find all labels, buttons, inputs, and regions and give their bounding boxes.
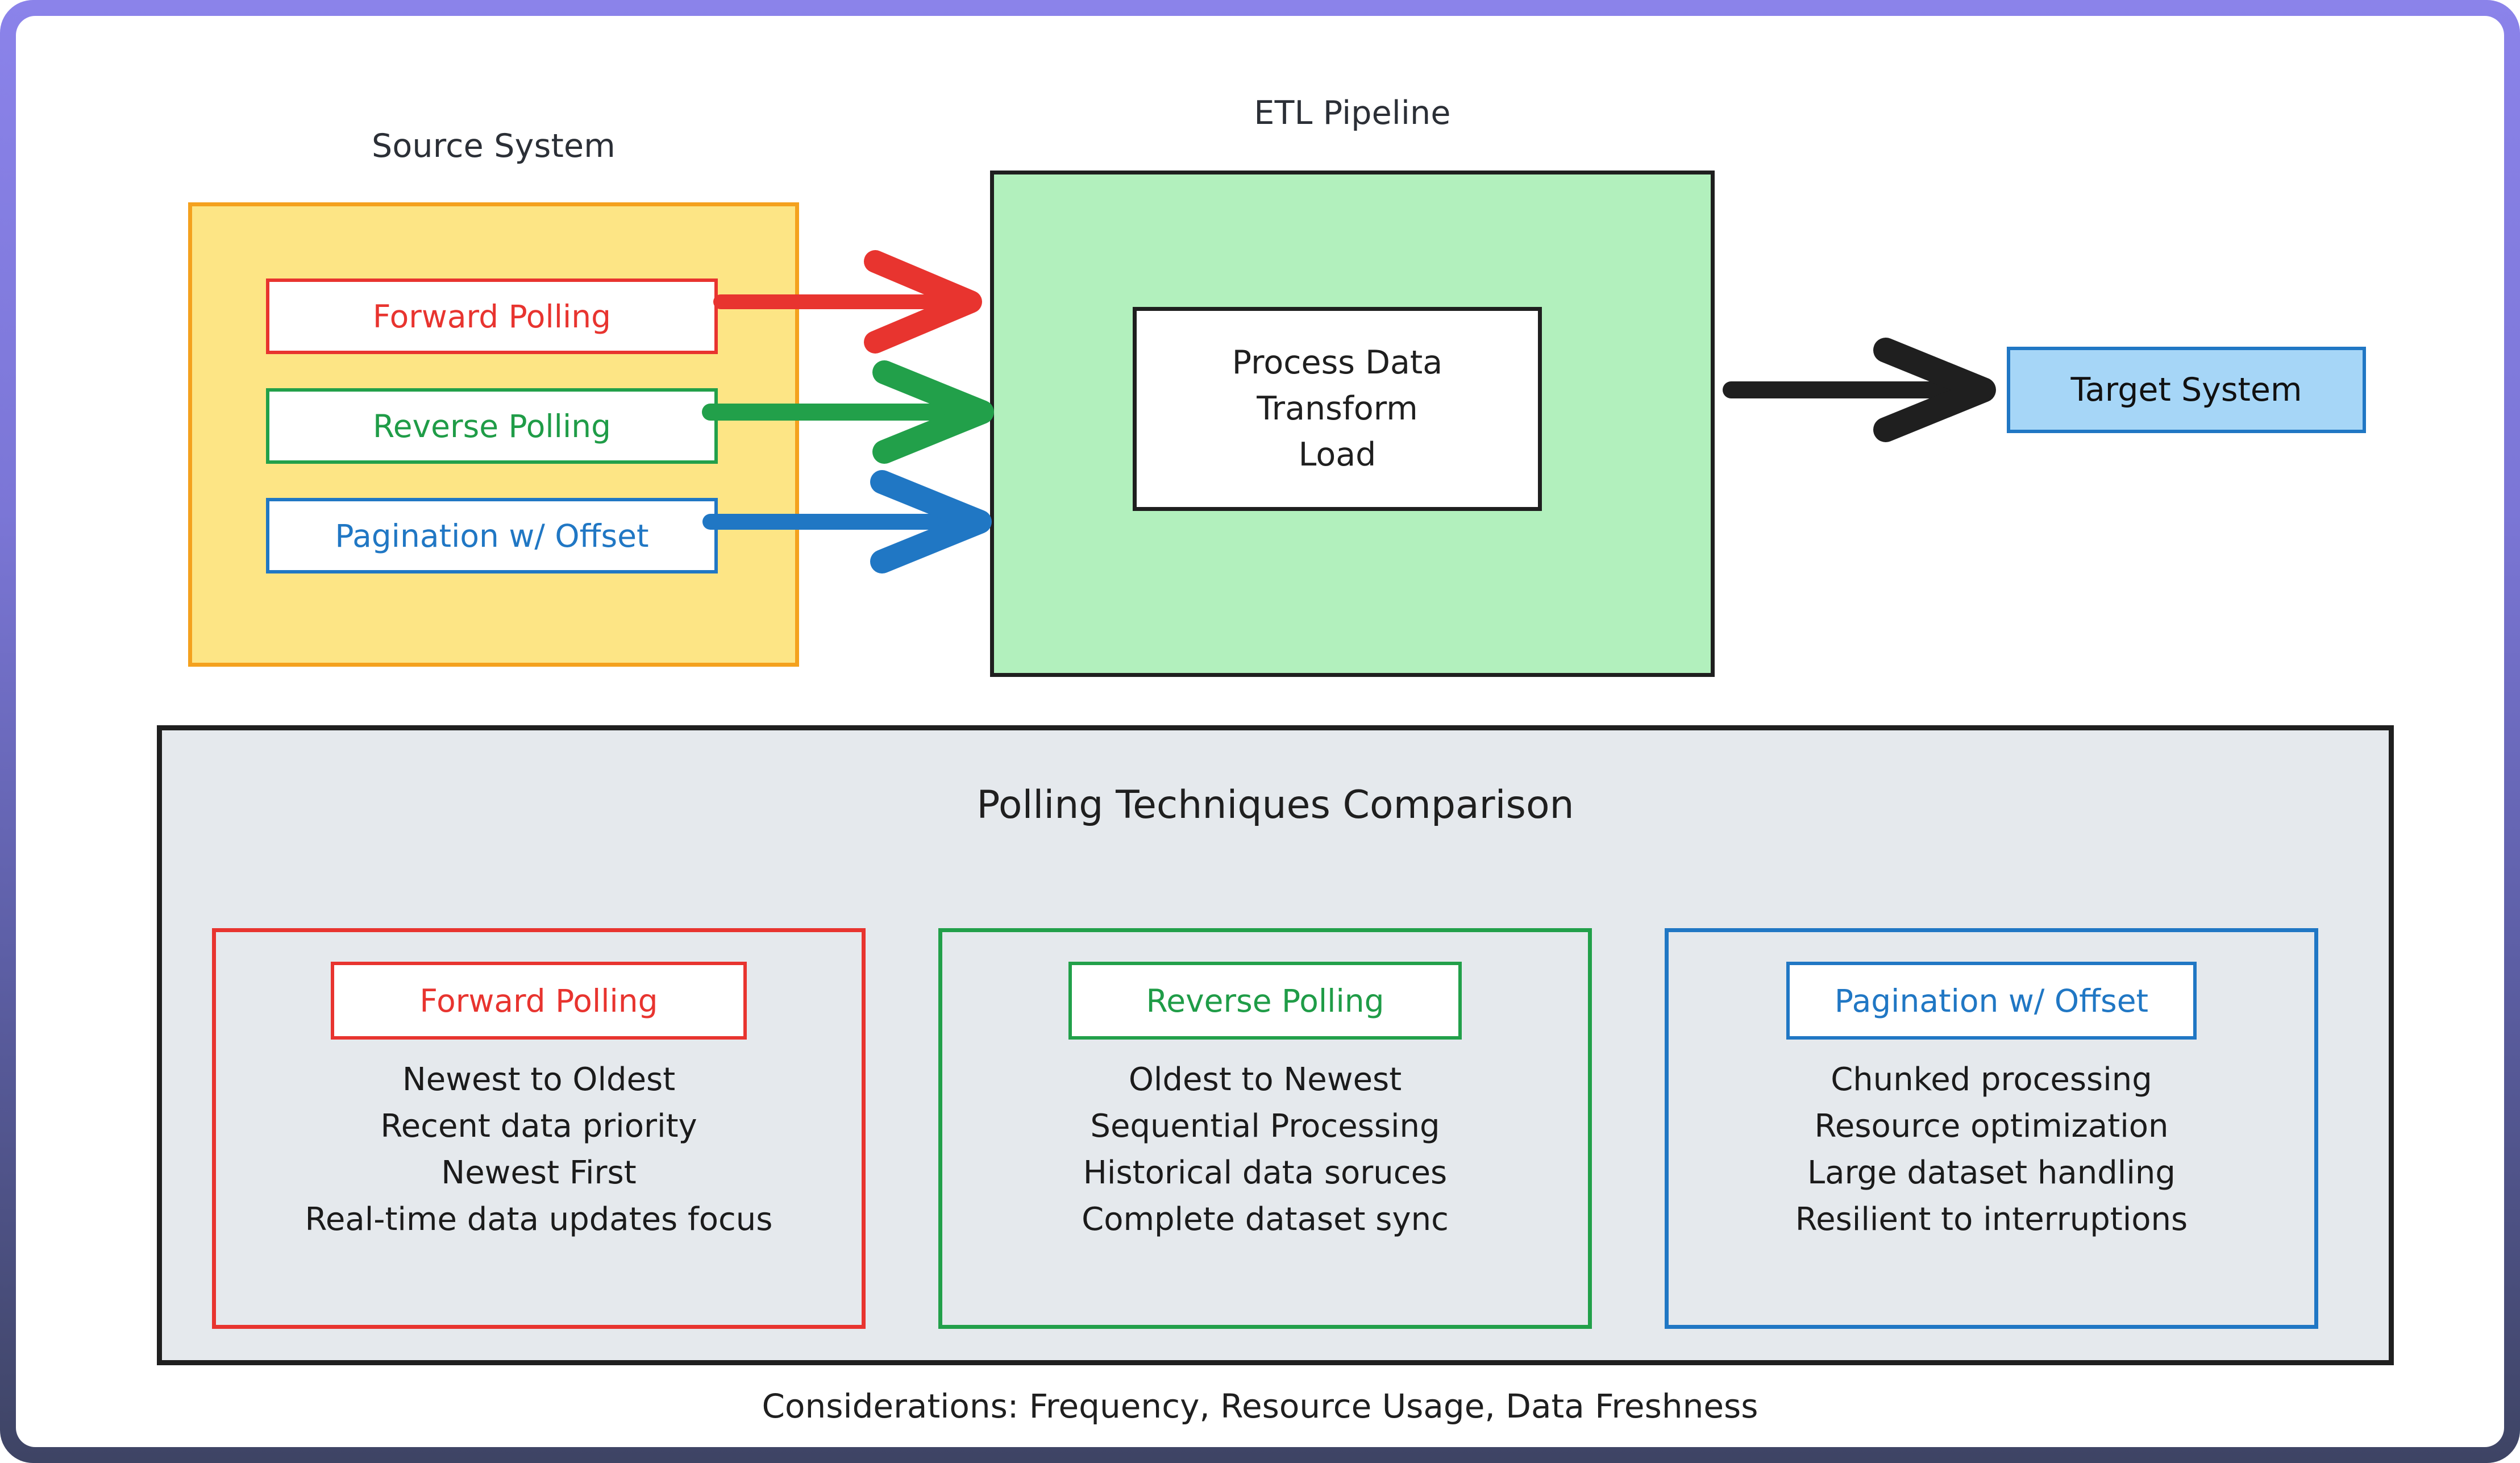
- comparison-column-forward-polling-header: Forward Polling: [331, 962, 747, 1040]
- considerations-note: Considerations: Frequency, Resource Usag…: [762, 1387, 1758, 1425]
- source-chip-pagination-offset[interactable]: Pagination w/ Offset: [266, 498, 718, 573]
- etl-pipeline-caption: ETL Pipeline: [1254, 94, 1451, 132]
- etl-step-transform: Transform: [1257, 390, 1418, 427]
- source-chip-reverse-polling-label: Reverse Polling: [372, 408, 612, 444]
- list-item: Resource optimization: [1814, 1107, 2169, 1145]
- list-item: Newest First: [441, 1154, 637, 1191]
- source-chip-forward-polling[interactable]: Forward Polling: [266, 279, 718, 354]
- etl-step-load: Load: [1298, 436, 1377, 473]
- source-chip-forward-polling-label: Forward Polling: [372, 298, 612, 335]
- comparison-column-reverse-polling-header: Reverse Polling: [1068, 962, 1462, 1040]
- comparison-column-pagination-offset: Pagination w/ Offset Chunked processing …: [1665, 928, 2318, 1329]
- comparison-panel-title: Polling Techniques Comparison: [976, 783, 1574, 828]
- source-chip-pagination-offset-label: Pagination w/ Offset: [335, 517, 649, 554]
- comparison-column-forward-polling-items: Newest to Oldest Recent data priority Ne…: [305, 1059, 773, 1241]
- source-chip-reverse-polling[interactable]: Reverse Polling: [266, 388, 718, 464]
- polling-comparison-panel: Polling Techniques Comparison Forward Po…: [157, 725, 2394, 1365]
- etl-process-box: Process Data Transform Load: [1133, 307, 1542, 511]
- target-system-label: Target System: [2070, 371, 2302, 409]
- list-item: Complete dataset sync: [1082, 1200, 1449, 1238]
- diagram-canvas: Source System ETL Pipeline Forward Polli…: [16, 16, 2504, 1447]
- list-item: Newest to Oldest: [402, 1061, 676, 1098]
- comparison-column-reverse-polling: Reverse Polling Oldest to Newest Sequent…: [938, 928, 1592, 1329]
- comparison-column-pagination-offset-items: Chunked processing Resource optimization…: [1795, 1059, 2188, 1241]
- etl-to-target-arrow: [1723, 338, 1996, 442]
- list-item: Real-time data updates focus: [305, 1200, 773, 1238]
- list-item: Historical data soruces: [1083, 1154, 1448, 1191]
- list-item: Sequential Processing: [1090, 1107, 1440, 1145]
- comparison-column-pagination-offset-header: Pagination w/ Offset: [1786, 962, 2197, 1040]
- comparison-column-reverse-polling-items: Oldest to Newest Sequential Processing H…: [1082, 1059, 1449, 1241]
- list-item: Chunked processing: [1831, 1061, 2152, 1098]
- target-system-box[interactable]: Target System: [2007, 347, 2366, 433]
- source-system-caption: Source System: [371, 127, 616, 165]
- comparison-column-forward-polling: Forward Polling Newest to Oldest Recent …: [212, 928, 866, 1329]
- list-item: Recent data priority: [380, 1107, 697, 1145]
- list-item: Large dataset handling: [1807, 1154, 2176, 1191]
- list-item: Resilient to interruptions: [1795, 1200, 2188, 1238]
- etl-step-process-data: Process Data: [1232, 344, 1443, 381]
- list-item: Oldest to Newest: [1128, 1061, 1402, 1098]
